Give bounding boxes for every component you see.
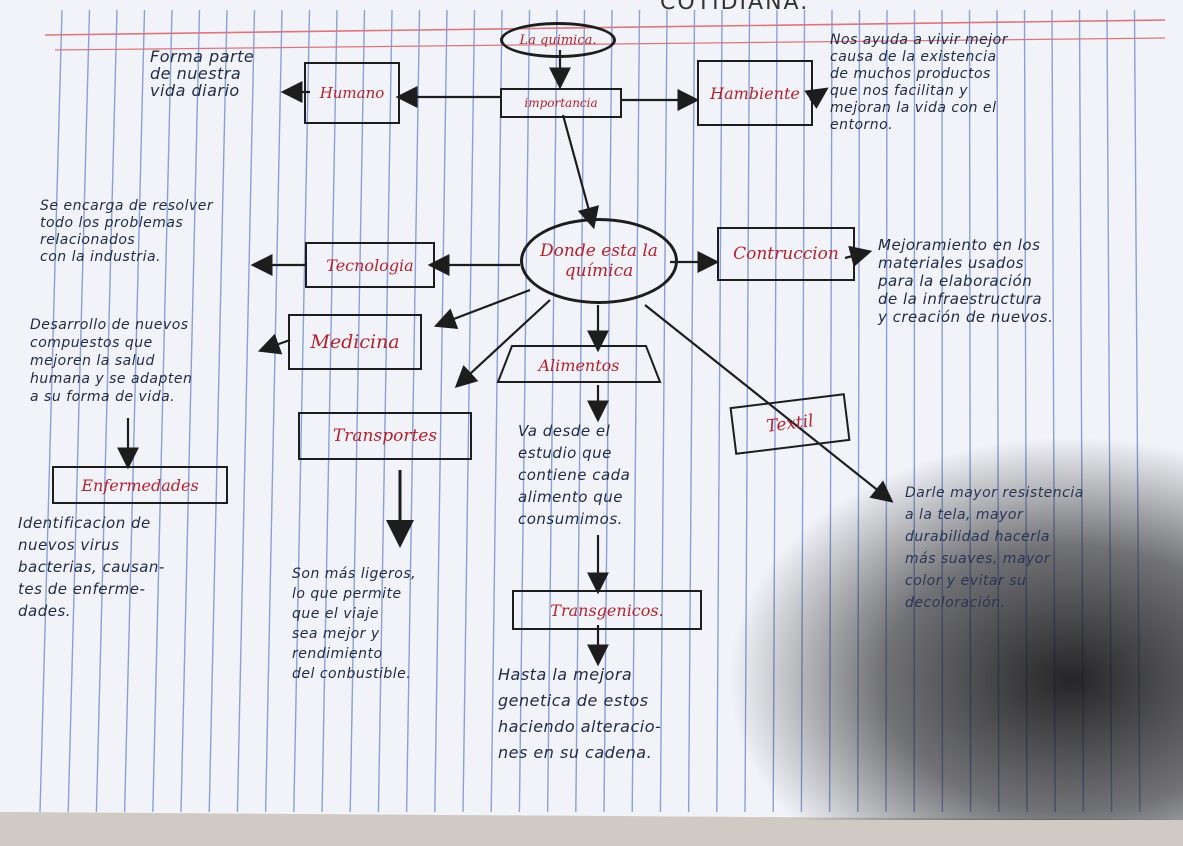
note-humano: Forma parte de nuestra vida diario [150,47,255,100]
ruled-line [321,9,338,813]
ruled-line [152,9,173,813]
note-construccion: Mejoramiento en los materiales usados pa… [878,236,1054,326]
note-ambiente: Nos ayuda a vivir mejor causa de la exis… [830,32,1008,133]
note-tecnologia: Se encarga de resolver todo los problema… [40,198,214,265]
note-alimentos: Va desde el estudio que contiene cada al… [518,422,631,528]
ruled-line [293,9,311,813]
ruled-line [67,9,91,813]
ruled-line [180,9,201,813]
ruled-line [377,9,393,813]
ruled-line [39,9,63,813]
note-medicina: Desarrollo de nuevos compuestos que mejo… [30,317,193,405]
ruled-line [490,9,503,813]
node-importancia: importancia [500,88,622,118]
ruled-line [349,9,366,813]
ruled-line [123,9,146,813]
node-construccion: Contruccion [717,227,855,281]
note-transportes: Son más ligeros, lo que permite que el v… [292,566,417,682]
node-medicina: Medicina [288,314,422,370]
node-central: Donde esta la química [520,218,678,304]
node-alimentos: Alimentos [538,355,620,375]
ruled-line [546,9,558,813]
ruled-line [518,9,531,813]
node-humano: Humano [304,62,400,124]
ruled-line [95,9,118,813]
note-textil: Darle mayor resistencia a la tela, mayor… [905,485,1084,611]
note-transgenicos: Hasta la mejora genetica de estos hacien… [498,665,662,762]
node-tecnologia: Tecnologia [305,242,435,288]
node-transgenicos: Transgenicos. [512,590,702,630]
node-ambiente: Hambiente [697,60,813,126]
ruled-line [434,9,448,813]
ruled-line [405,9,421,813]
ruled-line [462,9,476,813]
node-enfermedades: Enfermedades [52,466,228,504]
node-quimica: La quimica. [500,22,616,58]
header-scrawl: COTIDIANA. [660,0,810,15]
node-transportes: Transportes [298,412,472,460]
note-enfermedades: Identificacion de nuevos virus bacterias… [18,514,165,620]
ruled-line [264,9,283,813]
ruled-line [208,9,228,813]
ruled-line [236,9,256,813]
